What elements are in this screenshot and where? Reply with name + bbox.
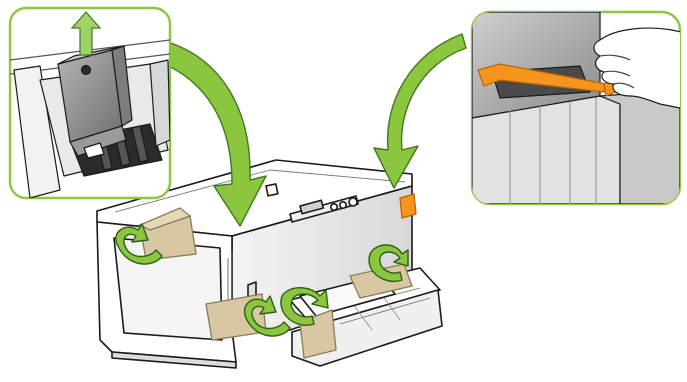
hand-icon — [593, 27, 680, 111]
display-window — [299, 199, 325, 215]
twist-arrow-icon — [243, 295, 291, 337]
brand-logo — [265, 183, 279, 197]
orange-tab-callout — [470, 10, 682, 206]
tape-left-top — [138, 207, 192, 231]
orange-tab — [477, 63, 607, 93]
twist-arrow-icon — [280, 287, 329, 326]
button-2 — [338, 201, 347, 210]
twist-arrow-icon — [368, 244, 409, 283]
button-1 — [329, 203, 338, 212]
printhead-latch-callout — [8, 6, 172, 200]
curved-pointer-arrow-icon — [373, 33, 467, 189]
lift-up-arrow-icon — [70, 11, 102, 56]
curved-pointer-arrow-icon — [159, 41, 267, 227]
twist-arrows — [115, 223, 409, 337]
pointer-arrows — [159, 33, 467, 227]
twist-arrow-icon — [115, 223, 163, 265]
printhead-latch — [57, 49, 123, 143]
tape-front-panel — [399, 193, 417, 219]
power-button — [348, 197, 358, 207]
